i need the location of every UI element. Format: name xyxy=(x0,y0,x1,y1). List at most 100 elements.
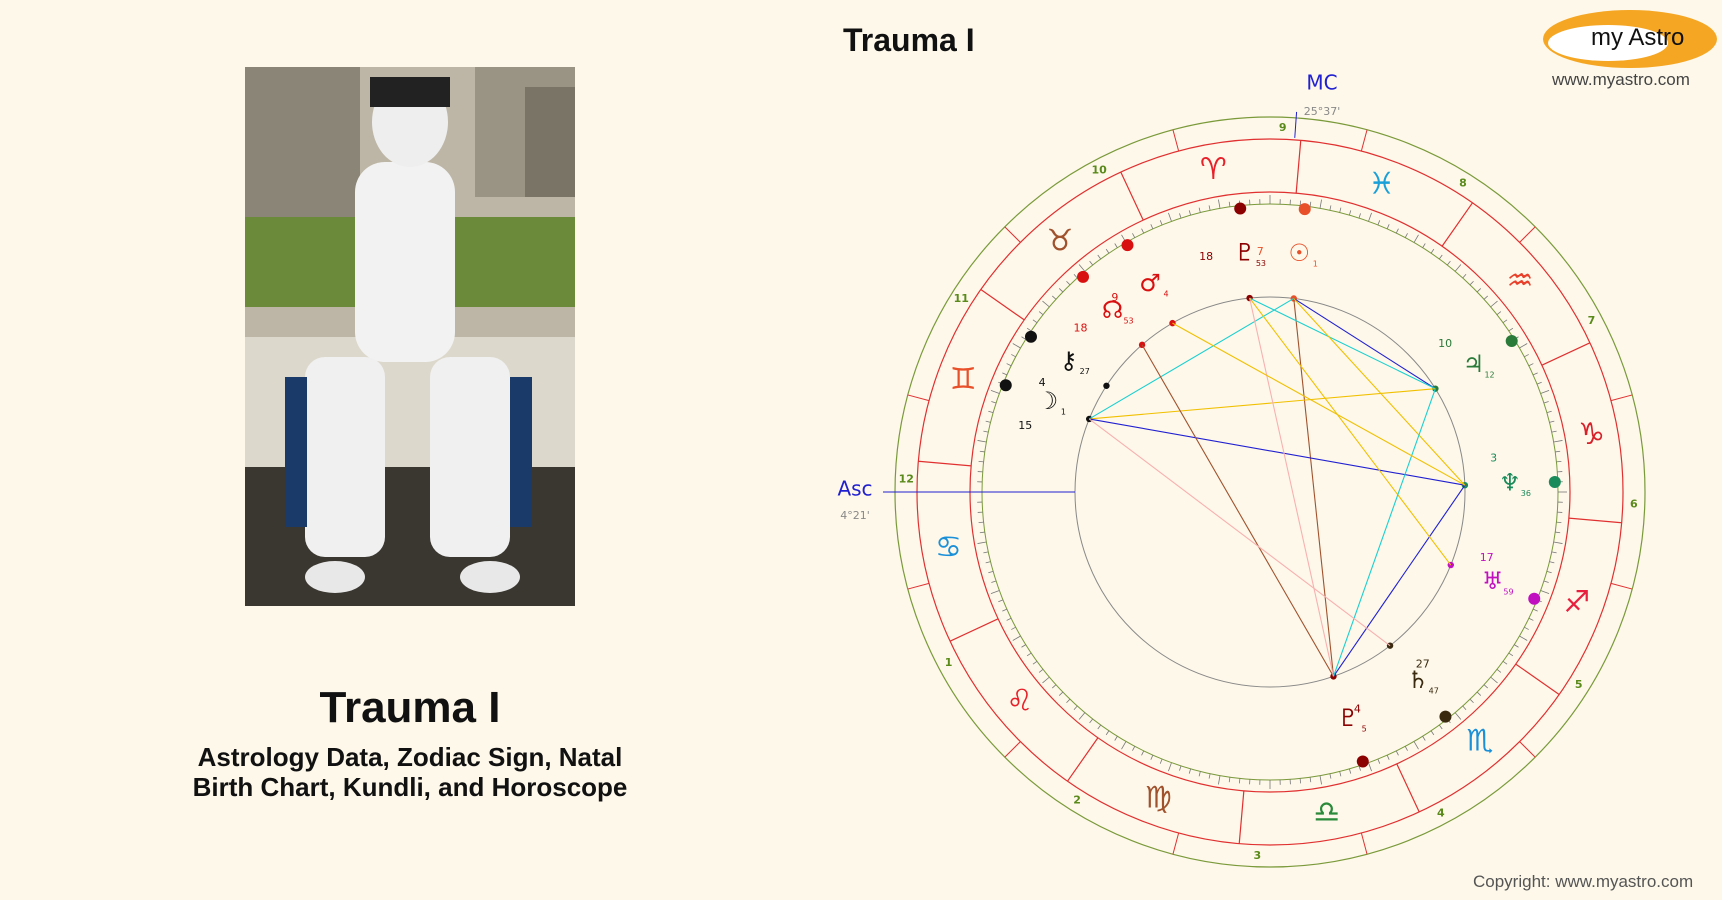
degree-tick xyxy=(1404,746,1408,751)
degree-tick xyxy=(1218,199,1221,209)
degree-tick xyxy=(1502,319,1508,324)
degree-tick xyxy=(1339,207,1342,213)
degree-tick xyxy=(1358,213,1361,219)
planet-mars-dot xyxy=(1121,239,1134,252)
degree-tick xyxy=(1011,626,1016,630)
sign-aries-icon: ♈ xyxy=(1200,152,1227,187)
degree-tick xyxy=(1528,363,1534,367)
degree-tick xyxy=(1309,201,1312,207)
myastro-logo[interactable]: my Astro xyxy=(1543,10,1717,68)
degree-tick xyxy=(1058,691,1064,696)
degree-tick xyxy=(1141,750,1145,756)
planet-pluto-icon: ♇ xyxy=(1234,238,1256,266)
degree-tick xyxy=(1438,724,1443,730)
degree-tick xyxy=(1404,233,1408,238)
planet-neptune-degree: 3 xyxy=(1490,452,1497,465)
logo-url[interactable]: www.myastro.com xyxy=(1552,70,1690,89)
sign-divider xyxy=(1515,663,1560,695)
planet-jupiter-minute: 12 xyxy=(1484,370,1494,379)
person-name: Trauma I xyxy=(319,683,501,732)
planet-pluto-minute: 53 xyxy=(1256,259,1266,268)
aspect-line xyxy=(1089,388,1436,420)
degree-tick xyxy=(1132,746,1136,751)
sign-aquarius-icon: ♒ xyxy=(1507,264,1534,299)
degree-tick xyxy=(1543,580,1549,583)
house-divider xyxy=(1519,226,1536,243)
asc-label: Asc xyxy=(837,477,872,501)
degree-tick xyxy=(1159,220,1163,226)
house-number: 4 xyxy=(1437,806,1445,819)
mc-label: MC xyxy=(1306,71,1337,95)
degree-tick xyxy=(1553,541,1563,544)
planet-uranus-degree: 17 xyxy=(1480,551,1494,564)
degree-tick xyxy=(1556,460,1562,463)
degree-tick xyxy=(1026,652,1032,657)
sign-divider xyxy=(1441,202,1473,247)
degree-tick xyxy=(1395,750,1399,756)
degree-tick xyxy=(1377,220,1381,226)
degree-tick xyxy=(1299,200,1302,206)
house-divider xyxy=(1610,394,1633,402)
sign-gemini-icon: ♊ xyxy=(950,362,977,397)
sign-sagittarius-icon: ♐ xyxy=(1563,585,1590,620)
degree-tick xyxy=(991,580,997,583)
sign-divider xyxy=(949,618,999,642)
degree-tick xyxy=(998,599,1004,603)
degree-tick xyxy=(1551,430,1557,433)
planet-moon-dot xyxy=(999,379,1012,392)
house-divider xyxy=(1360,129,1368,152)
degree-tick xyxy=(1006,363,1012,367)
degree-tick xyxy=(1078,712,1086,720)
planet-uranus-minute: 59 xyxy=(1503,587,1513,596)
degree-tick xyxy=(1546,570,1552,574)
degree-tick xyxy=(1228,201,1231,207)
aspect-line xyxy=(1332,388,1436,677)
degree-tick xyxy=(1502,660,1508,665)
degree-tick xyxy=(1105,248,1110,254)
copyright-text: Copyright: www.myastro.com xyxy=(1473,872,1694,891)
house-divider xyxy=(1004,226,1021,243)
subtitle-line-2: Birth Chart, Kundli, and Horoscope xyxy=(192,772,628,802)
degree-tick xyxy=(1536,381,1542,385)
mc-axis xyxy=(1294,111,1298,138)
aspect-line xyxy=(1249,297,1335,677)
house-number: 7 xyxy=(1588,314,1596,327)
degree-tick xyxy=(1011,354,1016,358)
planet-north-node-degree: 18 xyxy=(1073,321,1087,334)
aspect-line xyxy=(1089,418,1465,486)
degree-tick xyxy=(1519,635,1528,641)
degree-tick xyxy=(1422,736,1426,741)
degree-tick xyxy=(1114,736,1118,741)
house-divider xyxy=(1004,741,1021,758)
planet-jupiter-dot xyxy=(1505,334,1518,347)
degree-tick xyxy=(1073,273,1078,279)
house-number: 6 xyxy=(1630,498,1638,511)
degree-tick xyxy=(1042,300,1050,308)
degree-tick xyxy=(1549,561,1555,564)
sign-divider xyxy=(1120,171,1144,221)
house-divider xyxy=(1172,832,1180,855)
degree-tick xyxy=(1413,741,1419,750)
planet-uranus-dot xyxy=(1528,592,1541,605)
house-number: 3 xyxy=(1253,849,1261,862)
degree-tick xyxy=(991,401,997,404)
aspect-line xyxy=(1293,297,1436,390)
degree-tick xyxy=(1514,644,1519,648)
degree-tick xyxy=(1454,712,1462,720)
house-number: 1 xyxy=(945,656,953,669)
degree-tick xyxy=(1319,775,1322,785)
degree-tick xyxy=(1483,295,1489,300)
planet-mars-minute: 4 xyxy=(1163,290,1168,299)
degree-tick xyxy=(1121,741,1127,750)
aspect-line xyxy=(1088,418,1391,647)
degree-tick xyxy=(1540,590,1550,594)
degree-tick xyxy=(1051,295,1057,300)
degree-tick xyxy=(988,570,994,574)
degree-tick xyxy=(1319,199,1322,209)
degree-tick xyxy=(1150,224,1154,230)
planet-north-node-dot xyxy=(1077,270,1090,283)
house-number: 2 xyxy=(1073,794,1081,807)
degree-tick xyxy=(1329,205,1332,211)
planet-pluto-2-dot xyxy=(1356,755,1369,768)
